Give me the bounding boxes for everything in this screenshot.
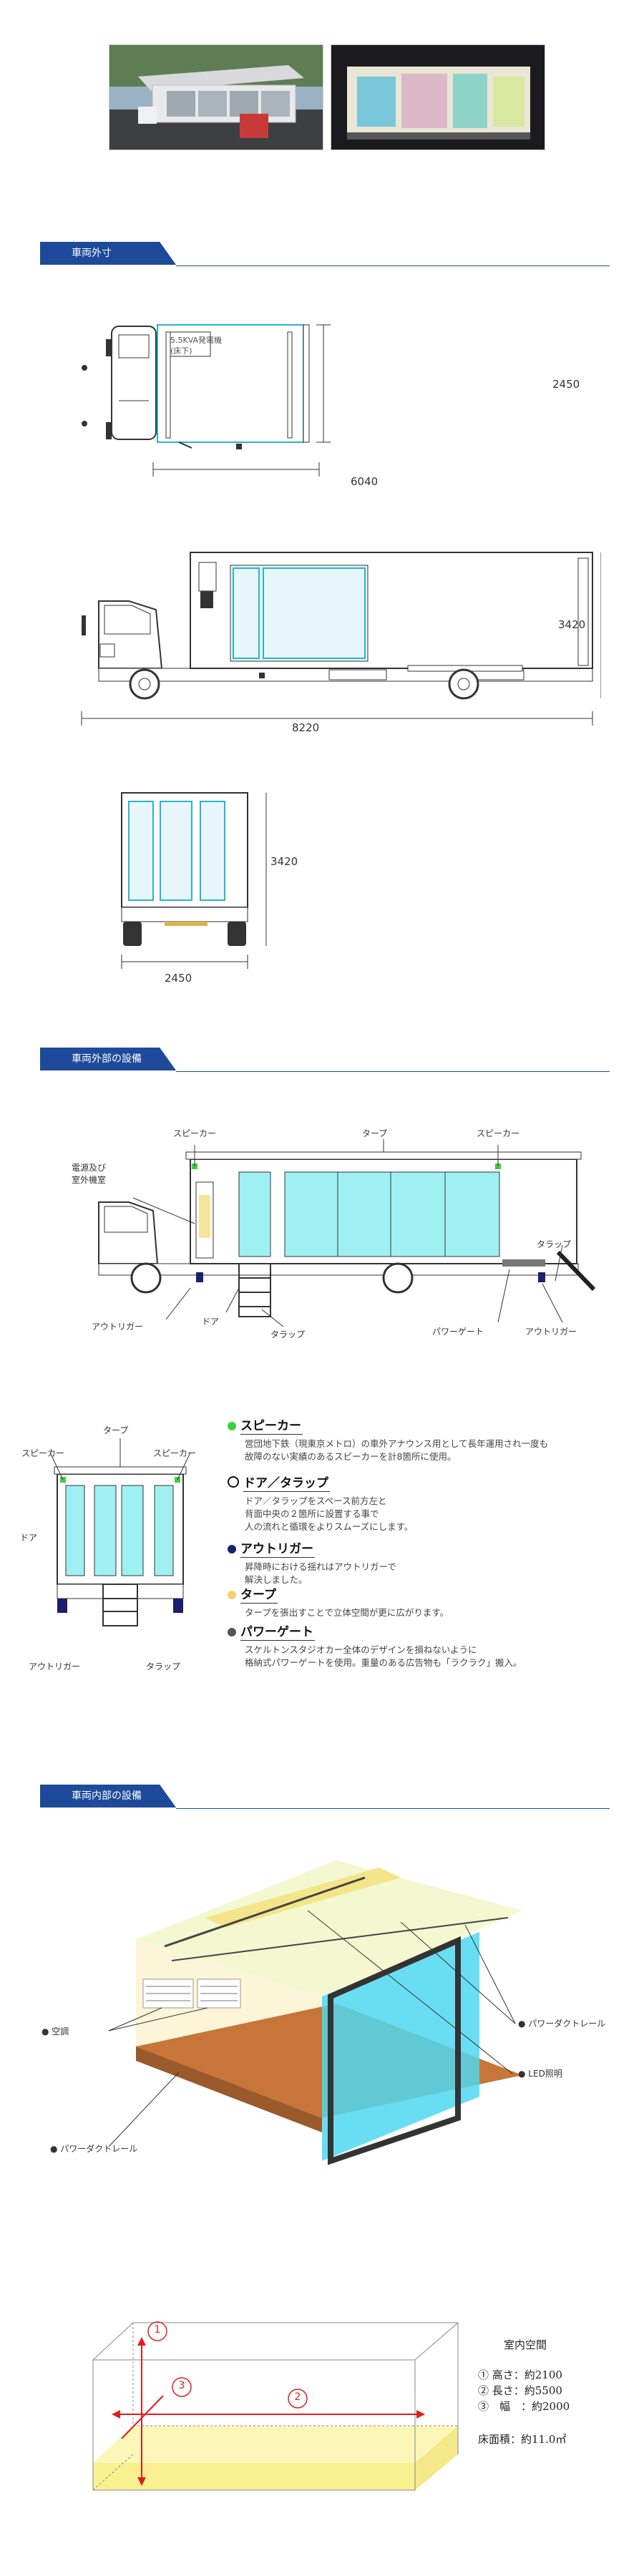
feature-description: スケルトンスタジオカー全体のデザインを損ねないように 格納式パワーゲートを使用。… xyxy=(245,1644,522,1668)
label-aircon-text: 空調 xyxy=(52,2026,69,2036)
front-label-tarp: タープ xyxy=(103,1425,129,1435)
feature-bullet-icon xyxy=(228,1591,236,1599)
label-led-text: LED照明 xyxy=(528,2069,562,2079)
front-label-outrigger: アウトリガー xyxy=(29,1662,81,1672)
feature-title: パワーゲート xyxy=(240,1621,315,1641)
front-label-tarp-bottom: タラップ xyxy=(146,1662,181,1672)
feature-description: 昇降時における揺れはアウトリガーで 解決しました。 xyxy=(245,1561,396,1585)
front-label-door: ドア xyxy=(20,1533,38,1543)
feature-item: ドア／タラップドア／タラップをスペース前方左と 背面中央の２箇所に設置する事で … xyxy=(228,1473,628,1533)
feature-description: ドア／タラップをスペース前方左と 背面中央の２箇所に設置する事で 人の流れと循環… xyxy=(245,1496,414,1532)
feature-bullet-icon xyxy=(228,1476,239,1488)
space-width: ③ 幅 ：約2000 xyxy=(478,2400,570,2413)
label-power-gate: パワーゲート xyxy=(432,1327,484,1337)
feature-item: パワーゲートスケルトンスタジオカー全体のデザインを損ねないように 格納式パワーゲ… xyxy=(228,1621,628,1669)
divider xyxy=(176,1808,610,1809)
label-tarp-bottom: タラップ xyxy=(270,1330,306,1340)
label-led: ● LED照明 xyxy=(518,2069,562,2079)
rear-equipment-diagram xyxy=(49,1438,191,1626)
space-area: 床面積：約11.0㎡ xyxy=(478,2433,567,2446)
feature-title: タープ xyxy=(240,1584,278,1604)
section-header-exterior-dims: 車両外寸 xyxy=(40,239,610,268)
space-marker-3: 3 xyxy=(178,2380,185,2391)
top-length-dim: 6040 xyxy=(351,475,379,488)
interior-space-diagram xyxy=(92,2321,459,2491)
front-label-speaker-left: スピーカー xyxy=(21,1448,65,1458)
side-length-dim: 8220 xyxy=(292,721,320,734)
label-aircon: ● 空調 xyxy=(42,2026,69,2036)
label-door: ドア xyxy=(202,1317,220,1327)
feature-item: タープタープを張出すことで立体空間が更に広がります。 xyxy=(228,1584,628,1619)
space-length: ② 長さ：約5500 xyxy=(478,2384,562,2397)
feature-item: アウトリガー昇降時における揺れはアウトリガーで 解決しました。 xyxy=(228,1538,628,1586)
divider xyxy=(176,265,610,266)
feature-item: スピーカー営団地下鉄（現東京メトロ）の車外アナウンス用として長年運用され一度も … xyxy=(228,1415,628,1463)
front-label-speaker-right: スピーカー xyxy=(153,1448,197,1458)
feature-bullet-icon xyxy=(228,1422,236,1430)
feature-title: ドア／タラップ xyxy=(243,1473,330,1492)
interior-illustration xyxy=(108,1860,522,2165)
space-marker-1: 1 xyxy=(154,2324,161,2336)
side-view-diagram xyxy=(81,552,601,726)
top-width-dim: 2450 xyxy=(552,378,580,391)
space-height: ① 高さ：約2100 xyxy=(478,2368,562,2381)
label-outrigger-left: アウトリガー xyxy=(92,1322,144,1332)
truck-stage-daytime-photo xyxy=(109,44,323,150)
generator-label: 5.5KVA発電機 (床下) xyxy=(170,336,223,356)
top-view-diagram xyxy=(82,324,331,477)
label-power-duct-left: ● パワーダクトレール xyxy=(50,2144,138,2154)
feature-title: アウトリガー xyxy=(240,1538,315,1558)
label-power-duct-right: ● パワーダクトレール xyxy=(518,2019,606,2029)
rear-height-dim: 3420 xyxy=(270,855,298,868)
rear-view-diagram xyxy=(121,792,267,969)
rear-width-dim: 2450 xyxy=(165,972,192,985)
feature-title: スピーカー xyxy=(240,1415,303,1435)
space-title: 室内空間 xyxy=(504,2338,547,2351)
exterior-equipment-diagram xyxy=(98,1139,596,1327)
section-header-interior-equipment: 車両内部の設備 xyxy=(40,1782,610,1810)
label-tarp-side: タラップ xyxy=(537,1239,572,1249)
feature-bullet-icon xyxy=(228,1628,236,1636)
section-title: 車両外寸 xyxy=(40,242,176,265)
truck-stage-night-photo xyxy=(331,44,545,150)
label-power-duct-left-text: パワーダクトレール xyxy=(60,2144,138,2154)
label-tarp-top: タープ xyxy=(362,1128,388,1138)
label-power-room: 電源及び 室外機室 xyxy=(72,1163,107,1185)
label-speaker-right: スピーカー xyxy=(477,1128,520,1138)
divider xyxy=(176,1071,610,1072)
label-power-duct-right-text: パワーダクトレール xyxy=(528,2019,606,2029)
label-outrigger-right: アウトリガー xyxy=(525,1327,577,1337)
feature-description: 営団地下鉄（現東京メトロ）の車外アナウンス用として長年運用され一度も 故障のない… xyxy=(245,1438,549,1462)
side-height-dim: 3420 xyxy=(558,618,586,631)
feature-description: タープを張出すことで立体空間が更に広がります。 xyxy=(245,1607,449,1618)
space-marker-2: 2 xyxy=(294,2391,301,2403)
section-title: 車両内部の設備 xyxy=(40,1785,176,1807)
label-speaker-left: スピーカー xyxy=(173,1128,217,1138)
feature-bullet-icon xyxy=(228,1545,236,1553)
section-title: 車両外部の設備 xyxy=(40,1048,176,1070)
section-header-exterior-equipment: 車両外部の設備 xyxy=(40,1045,610,1073)
